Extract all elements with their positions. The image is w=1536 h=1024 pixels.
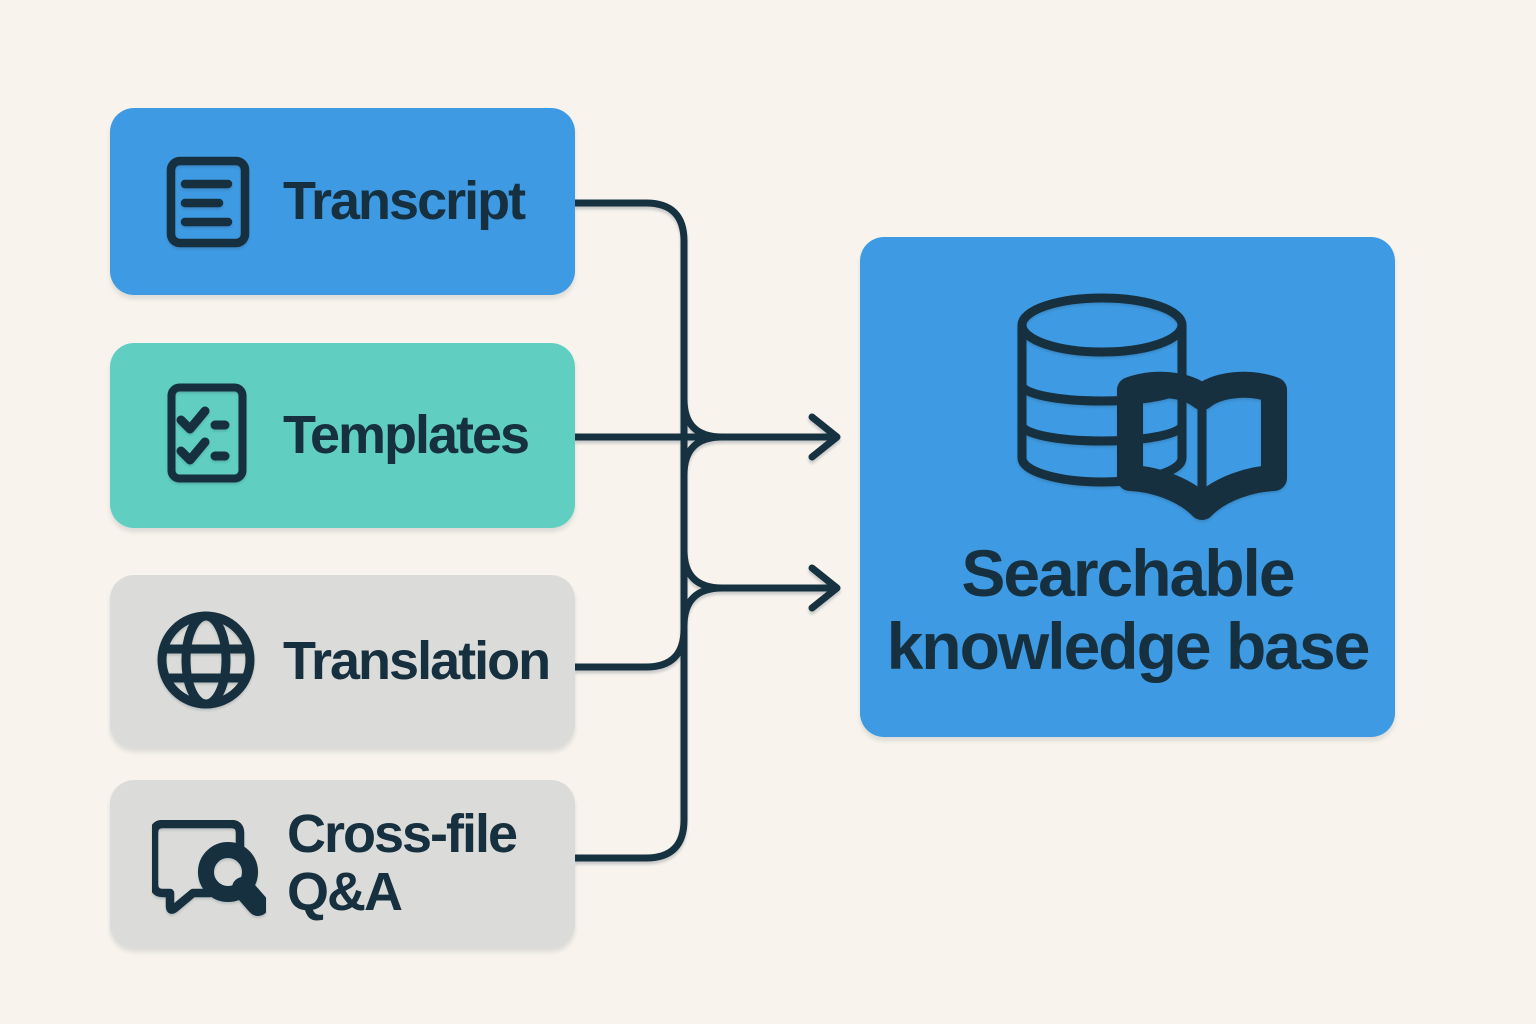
magnifier-lens [201,845,255,899]
arrowhead-bottom-icon [808,564,841,612]
document-icon [166,156,250,248]
source-box-transcript: Transcript [110,108,575,295]
cylinder-band [1017,423,1187,446]
database-book-icon [1017,293,1287,520]
source-label-crossfile-qa: Cross-file Q&A [287,804,518,922]
source-label-templates: Templates [283,404,530,465]
speech-bubble-outline [152,820,245,914]
trunk-line [575,199,688,862]
cylinder-top [1017,293,1187,357]
source-box-translation: Translation [110,575,575,748]
source-box-crossfile-qa: Cross-file Q&A [110,780,575,948]
source-label-translation: Translation [283,630,551,691]
chat-search-icon [152,820,266,916]
magnifier-handle [239,884,263,910]
globe-icon [157,611,255,709]
translation-feed-line [575,628,688,671]
open-book-outline [1125,380,1279,512]
arrow2-shaft-line [680,549,833,627]
checklist-icon [167,383,247,483]
templates-to-arrow1-line [575,398,833,476]
arrowhead-top-icon [808,413,841,461]
target-box-knowledge-base: Searchable knowledge base [860,237,1395,737]
source-label-transcript: Transcript [283,170,526,231]
source-box-templates: Templates [110,343,575,528]
target-label-knowledge-base: Searchable knowledge base [886,536,1371,683]
